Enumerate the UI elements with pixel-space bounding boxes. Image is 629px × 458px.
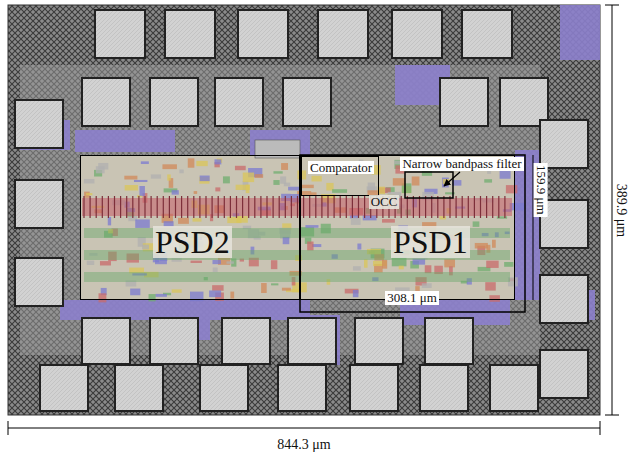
die <box>8 5 600 415</box>
bond-pad <box>500 78 548 126</box>
metal-region <box>75 130 175 152</box>
bond-pad <box>540 275 588 323</box>
bond-pad <box>238 10 288 58</box>
leader-line <box>444 172 460 186</box>
core-circuit <box>80 140 524 302</box>
bond-pad <box>150 318 198 364</box>
bond-pad <box>15 180 63 228</box>
circuit-block: PSD2 <box>80 155 300 300</box>
metal-region <box>560 5 600 60</box>
bond-pad <box>165 10 215 58</box>
bond-pad <box>215 78 263 126</box>
bond-pad <box>82 318 130 364</box>
bond-pad <box>440 78 488 126</box>
bond-pad <box>95 10 145 58</box>
block-label: PSD2 <box>153 226 232 258</box>
bond-pad <box>350 365 398 411</box>
bond-pad <box>355 318 403 364</box>
dimension-label: 844.3 μm <box>275 438 332 453</box>
bond-pad <box>200 365 248 411</box>
block-label: PSD1 <box>391 226 470 258</box>
bond-pad <box>278 365 326 411</box>
bond-pad <box>540 120 588 168</box>
callout-label: Narrow bandpass filter <box>400 157 523 171</box>
dimension-frame <box>300 155 525 312</box>
bond-pad <box>490 365 538 411</box>
bond-pad <box>420 365 468 411</box>
bond-pad <box>15 258 63 306</box>
bond-pad <box>288 318 336 364</box>
circuit-block: PSD1 Comparator <box>300 155 515 300</box>
bond-pad <box>115 365 163 411</box>
block-label: Comparator <box>308 161 374 174</box>
dimension-label: 389.9 μm <box>614 181 629 238</box>
bond-pad <box>392 10 442 58</box>
bond-pad <box>425 318 473 364</box>
dimension-label: 308.1 μm <box>385 291 439 305</box>
bond-pad <box>40 365 88 411</box>
bond-pad <box>462 10 512 58</box>
bond-pad <box>15 100 63 148</box>
block-name: OCC <box>369 195 400 209</box>
bond-pad <box>283 78 331 126</box>
dimension-label: 159.9 μm <box>534 163 548 217</box>
bond-pad <box>540 350 588 398</box>
block-box: Comparator <box>301 156 379 196</box>
dimension-line <box>8 5 619 435</box>
bond-pad <box>82 78 130 126</box>
bond-pad <box>150 78 198 126</box>
bond-pad <box>318 10 368 58</box>
bond-pad <box>222 318 270 364</box>
